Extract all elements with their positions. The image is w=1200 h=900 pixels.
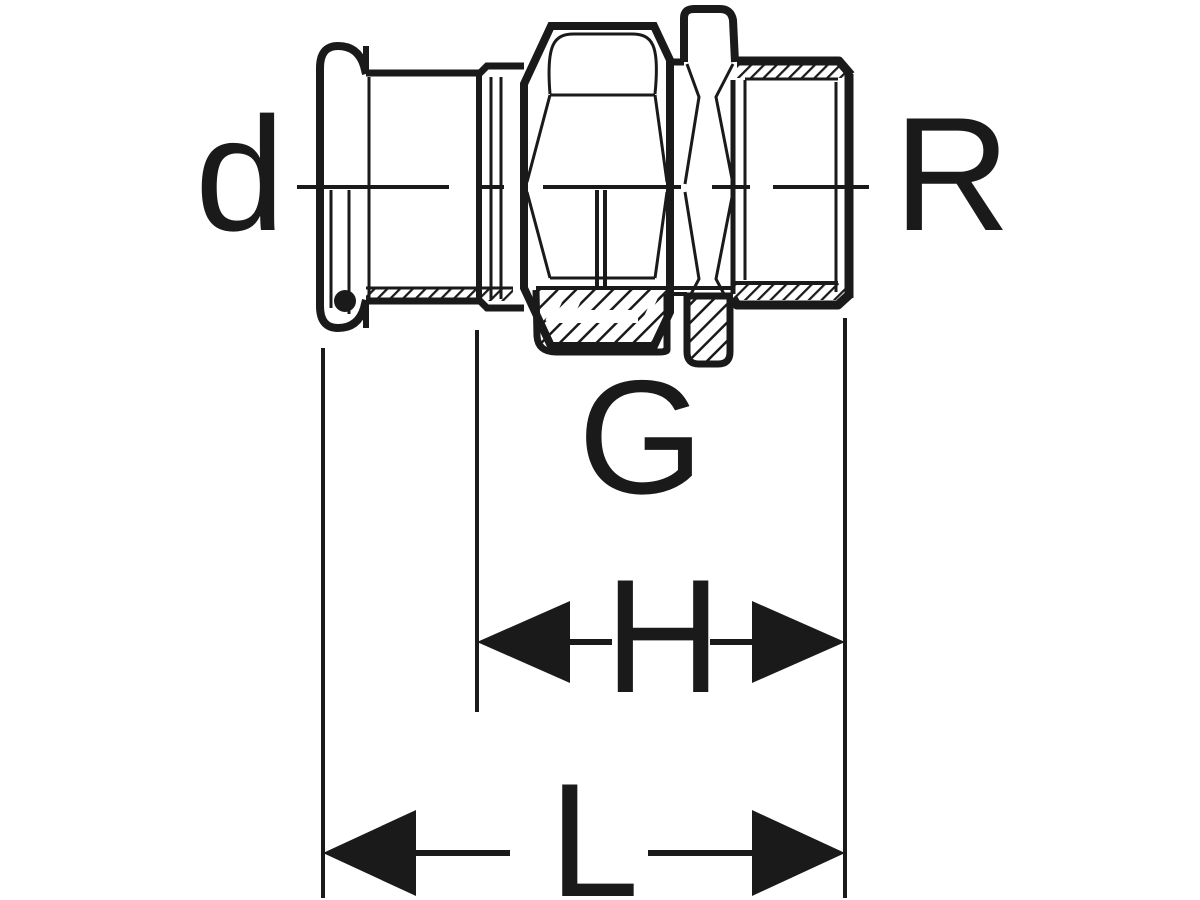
label-dim-l: L (549, 750, 639, 900)
label-union-thread-g: G (578, 347, 704, 528)
thread-band-bottom (733, 283, 849, 300)
dimension-l (323, 810, 845, 896)
nipple-flange-section (683, 292, 734, 368)
press-socket (316, 41, 607, 333)
union-nipple (668, 5, 739, 368)
h-arrow-right (752, 601, 845, 683)
dimension-h (477, 601, 845, 683)
male-thread-end (729, 56, 855, 310)
nut-outline (520, 22, 674, 350)
press-bead-outline (316, 41, 370, 333)
l-arrow-right (752, 810, 845, 896)
label-press-diameter-d: d (195, 84, 285, 265)
l-arrow-left (323, 810, 416, 896)
seal-ring-dot (334, 290, 356, 312)
nipple-collar-outline (680, 5, 739, 63)
label-male-thread-r: R (894, 84, 1011, 265)
extension-lines (321, 318, 847, 898)
label-dim-h: H (605, 546, 722, 727)
thread-gaps (545, 290, 659, 324)
h-arrow-left (477, 601, 570, 683)
